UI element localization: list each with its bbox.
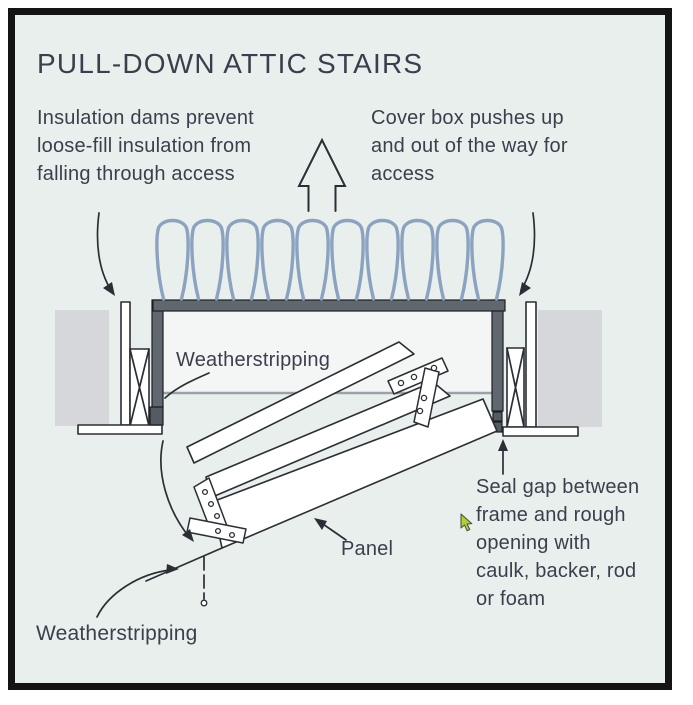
diagram-title: PULL-DOWN ATTIC STAIRS: [37, 48, 424, 79]
label-weatherstripping-bottom: Weatherstripping: [36, 622, 198, 645]
label-panel: Panel: [341, 538, 394, 560]
label-weatherstripping-top: Weatherstripping: [176, 349, 331, 371]
label-seal-gap: Seal gap between frame and rough opening…: [476, 476, 640, 610]
annotation-cover-box: Cover box pushes up and out of the way f…: [371, 107, 568, 185]
annotation-insulation-dams: Insulation dams prevent loose-fill insul…: [37, 107, 254, 185]
